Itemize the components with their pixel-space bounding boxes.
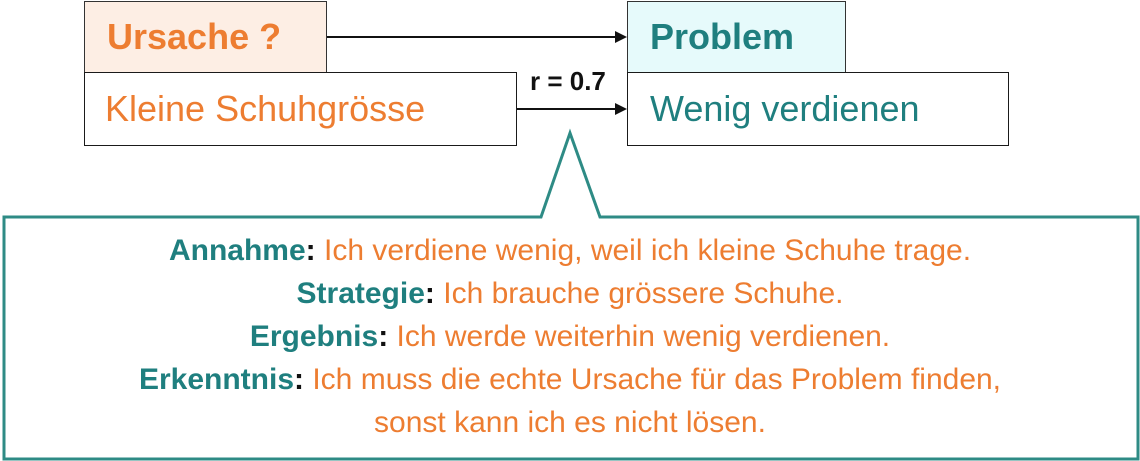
cause-header-label: Ursache ? — [107, 16, 282, 57]
cause-box: Kleine Schuhgrösse — [84, 72, 517, 146]
assumption-label: Annahme — [168, 234, 306, 267]
correlation-label: r = 0.7 — [530, 66, 606, 96]
cause-header: Ursache ? — [84, 1, 327, 73]
problem-box: Wenig verdienen — [627, 72, 1009, 146]
result-label: Ergebnis — [249, 320, 379, 353]
result-text: Ich werde weiterhin wenig verdienen. — [388, 320, 891, 353]
strategy-label: Strategie — [296, 277, 425, 310]
callout-line-assumption: Annahme: Ich verdiene wenig, weil ich kl… — [168, 234, 972, 267]
problem-header: Problem — [627, 1, 846, 73]
strategy-text: Ich brauche grössere Schuhe. — [434, 277, 844, 310]
callout-line-insight: Erkenntnis: Ich muss die echte Ursache f… — [138, 363, 1002, 396]
problem-header-label: Problem — [650, 16, 795, 57]
assumption-text: Ich verdiene wenig, weil ich kleine Schu… — [315, 234, 972, 267]
callout-line-strategy: Strategie: Ich brauche grössere Schuhe. — [296, 277, 844, 310]
callout-line-result: Ergebnis: Ich werde weiterhin wenig verd… — [249, 320, 891, 353]
insight-text: Ich muss die echte Ursache für das Probl… — [304, 363, 1002, 396]
problem-label: Wenig verdienen — [650, 88, 920, 129]
callout-bubble — [2, 128, 1140, 461]
cause-label: Kleine Schuhgrösse — [105, 88, 426, 129]
insight-label: Erkenntnis — [138, 363, 295, 396]
callout-line-insight-continuation: sonst kann ich es nicht lösen. — [374, 406, 766, 439]
callout-text: Annahme: Ich verdiene wenig, weil ich kl… — [4, 229, 1136, 444]
